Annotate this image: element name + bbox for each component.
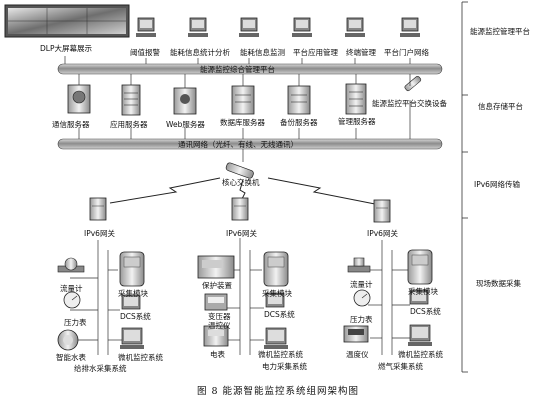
server-connectors <box>78 74 411 139</box>
server-label-communication: 通信服务器 <box>52 120 90 129</box>
server-label-management: 管理服务器 <box>338 117 376 126</box>
layer-label-management: 能源监控管理平台 <box>470 27 530 36</box>
platform-switch-device <box>404 75 422 92</box>
gas-acquisition-module-label: 采集模块 <box>408 287 438 296</box>
gas-subsystem-graphics <box>343 240 433 355</box>
layer-label-field: 现场数据采集 <box>476 279 521 288</box>
terminal-label-terminal-management: 终端管理 <box>346 48 376 57</box>
layer-label-transport: IPv6网络传输 <box>474 180 520 189</box>
power-electric-meter-label: 电表 <box>210 350 225 359</box>
power-system-name: 电力采集系统 <box>262 362 307 371</box>
server-label-application: 应用服务器 <box>110 120 148 129</box>
figure-caption: 图 8 能源智能监控系统组网架构图 <box>196 386 360 397</box>
terminal-connectors <box>64 56 411 64</box>
power-protection-device-label: 保护装置 <box>202 281 232 290</box>
gateway-label-water: IPv6网关 <box>84 229 115 238</box>
terminal-label-monitoring: 能耗信息监测 <box>240 48 285 57</box>
gas-pressure-gauge-label: 压力表 <box>350 315 373 324</box>
server-label-database: 数据库服务器 <box>220 118 265 127</box>
switch-device-label: 能源监控平台交换设备 <box>372 99 447 108</box>
terminal-label-portal: 平台门户网络 <box>384 48 429 57</box>
water-pressure-gauge-label: 压力表 <box>64 318 87 327</box>
power-transformer-temp-label: 变压器 温控仪 <box>208 312 231 330</box>
dlp-display-label: DLP大屏幕展示 <box>40 44 92 53</box>
power-microcomputer-label: 微机监控系统 <box>258 350 303 359</box>
gas-temperature-instrument-label: 温度仪 <box>346 350 369 359</box>
server-group <box>67 83 367 116</box>
gas-flow-meter-label: 流量计 <box>350 280 373 289</box>
server-label-web: Web服务器 <box>166 120 205 129</box>
power-acquisition-module-label: 采集模块 <box>262 289 292 298</box>
core-switch-label: 核心交换机 <box>222 178 260 187</box>
layer-label-storage: 信息存储平台 <box>478 102 523 111</box>
terminal-label-alarm: 阈值报警 <box>130 48 160 57</box>
platform-bar-label: 能源监控综合管理平台 <box>200 65 275 74</box>
power-dcs-label: DCS系统 <box>264 310 295 319</box>
gateway-label-power: IPv6网关 <box>226 229 257 238</box>
water-dcs-label: DCS系统 <box>120 312 151 321</box>
platform-bar <box>57 63 443 75</box>
water-acquisition-module-label: 采集模块 <box>118 289 148 298</box>
terminal-label-app-management: 平台应用管理 <box>293 48 338 57</box>
power-subsystem-graphics <box>197 238 289 355</box>
gas-dcs-label: DCS系统 <box>410 307 441 316</box>
terminal-label-statistics: 能耗信息统计分析 <box>170 48 230 57</box>
terminal-workstations <box>136 17 420 37</box>
water-flow-meter-label: 流量计 <box>60 284 83 293</box>
gas-system-name: 燃气采集系统 <box>378 362 423 371</box>
core-switch <box>225 162 254 179</box>
water-smart-meter-label: 智能水表 <box>56 353 86 362</box>
water-system-name: 给排水采集系统 <box>74 364 127 373</box>
network-bar-label: 通讯网络（光纤、有线、无线通讯） <box>178 140 298 149</box>
gas-microcomputer-label: 微机监控系统 <box>398 350 443 359</box>
network-bar <box>57 138 443 150</box>
gateways <box>89 197 391 223</box>
water-subsystem-graphics <box>57 240 145 355</box>
water-microcomputer-label: 微机监控系统 <box>118 353 163 362</box>
server-label-backup: 备份服务器 <box>280 118 318 127</box>
gateway-label-gas: IPv6网关 <box>367 229 398 238</box>
dlp-display-wall <box>4 4 130 38</box>
